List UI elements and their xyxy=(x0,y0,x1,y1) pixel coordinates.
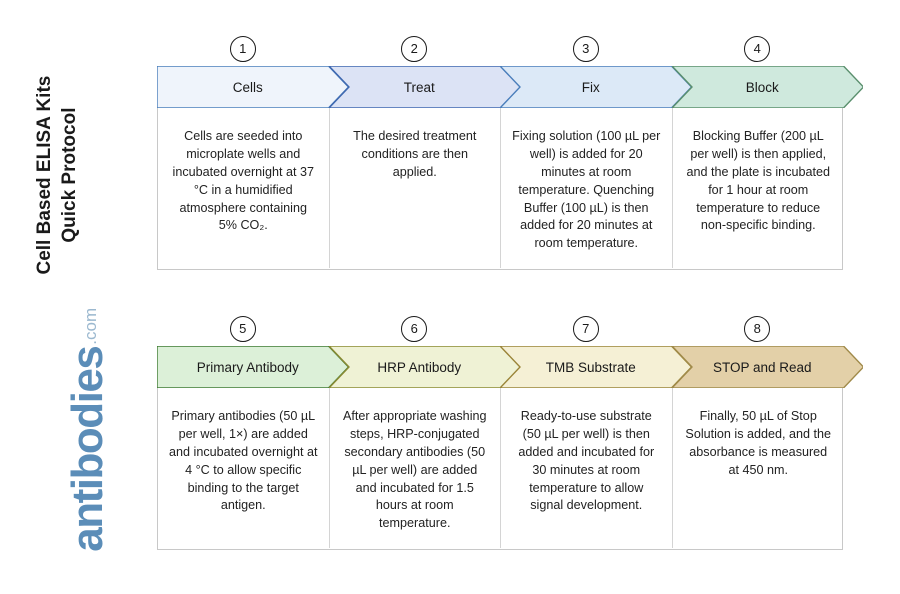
step-description-cell: Cells are seeded into microplate wells a… xyxy=(158,108,330,268)
step-label: TMB Substrate xyxy=(545,359,636,375)
page-title: Cell Based ELISA Kits Quick Protocol xyxy=(33,75,80,275)
step-description-text: Fixing solution (100 µL per well) is add… xyxy=(512,129,661,251)
step-description-cell: Fixing solution (100 µL per well) is add… xyxy=(501,108,673,268)
step-number-badge: 6 xyxy=(401,316,428,342)
chevron-shape xyxy=(500,346,692,388)
step-label: Block xyxy=(745,79,779,95)
protocol-row-1: 1 2 3 4 Cells Treat Fix Block Cells are seeded… xyxy=(157,36,863,270)
brand-name: antibodies xyxy=(63,346,113,552)
step-label: STOP and Read xyxy=(712,359,812,375)
step-description-text: Cells are seeded into microplate wells a… xyxy=(172,129,314,233)
step-chevron[interactable]: Block xyxy=(671,66,863,108)
step-description-text: Primary antibodies (50 µL per well, 1×) … xyxy=(169,409,318,513)
step-description-text: Ready-to-use substrate (50 µL per well) … xyxy=(518,409,655,513)
step-number-badge: 1 xyxy=(229,36,256,62)
step-chevron[interactable]: STOP and Read xyxy=(671,346,863,388)
step-description-text: The desired treatment conditions are the… xyxy=(353,129,477,179)
step-number-badge: 7 xyxy=(572,316,599,342)
step-number-badge: 2 xyxy=(401,36,428,62)
step-chevron[interactable]: TMB Substrate xyxy=(500,346,692,388)
chevron-band: Primary Antibody HRP Antibody TMB Substrat… xyxy=(157,346,863,388)
step-chevron[interactable]: Cells xyxy=(157,66,349,108)
chevron-shape xyxy=(328,66,520,108)
step-label: Fix xyxy=(581,79,600,95)
chevron-shape xyxy=(671,346,863,388)
description-strip: Primary antibodies (50 µL per well, 1×) … xyxy=(157,388,843,550)
step-badge-strip: 5 6 7 8 xyxy=(157,316,843,346)
step-label: Cells xyxy=(232,79,263,95)
step-description-cell: Primary antibodies (50 µL per well, 1×) … xyxy=(158,388,330,548)
step-description-text: Blocking Buffer (200 µL per well) is the… xyxy=(686,129,831,233)
description-strip: Cells are seeded into microplate wells a… xyxy=(157,108,843,270)
step-chevron[interactable]: HRP Antibody xyxy=(328,346,520,388)
step-description-cell: Blocking Buffer (200 µL per well) is the… xyxy=(673,108,845,268)
step-description-cell: After appropriate washing steps, HRP-con… xyxy=(330,388,501,548)
step-description-cell: Ready-to-use substrate (50 µL per well) … xyxy=(501,388,673,548)
step-label: Primary Antibody xyxy=(196,359,299,375)
step-label: Treat xyxy=(403,79,435,95)
step-label: HRP Antibody xyxy=(377,359,462,375)
step-description-cell: The desired treatment conditions are the… xyxy=(330,108,501,268)
chevron-shape xyxy=(500,66,692,108)
protocol-row-2: 5 6 7 8 Primary Antibody HRP Antibody TMB Sub… xyxy=(157,316,863,550)
step-number-badge: 5 xyxy=(229,316,256,342)
step-badge-strip: 1 2 3 4 xyxy=(157,36,843,66)
brand-tld: .com xyxy=(81,307,101,345)
left-rail: Cell Based ELISA Kits Quick Protocol ant… xyxy=(0,0,152,594)
brand-logo: antibodies .com xyxy=(63,300,113,560)
chevron-band: Cells Treat Fix Block xyxy=(157,66,863,108)
step-description-text: After appropriate washing steps, HRP-con… xyxy=(342,409,487,531)
step-number-badge: 3 xyxy=(572,36,599,62)
chevron-shape xyxy=(671,66,863,108)
step-chevron[interactable]: Primary Antibody xyxy=(157,346,349,388)
step-chevron[interactable]: Fix xyxy=(500,66,692,108)
chevron-shape xyxy=(328,346,520,388)
step-number-badge: 8 xyxy=(744,316,771,342)
step-description-cell: Finally, 50 µL of Stop Solution is added… xyxy=(673,388,845,548)
step-chevron[interactable]: Treat xyxy=(328,66,520,108)
step-description-text: Finally, 50 µL of Stop Solution is added… xyxy=(685,409,832,477)
step-number-badge: 4 xyxy=(744,36,771,62)
